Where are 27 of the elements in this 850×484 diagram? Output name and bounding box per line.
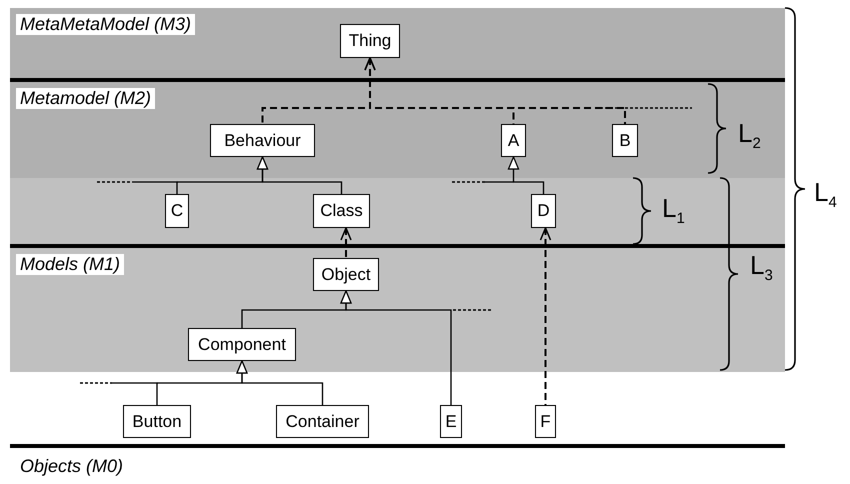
layer-label: Models (M1) [16, 254, 124, 275]
class-box: Behaviour [210, 124, 315, 157]
dependency-arrow [364, 57, 626, 124]
inheritance-arrow [508, 156, 544, 194]
layer-label: MetaMetaModel (M3) [16, 14, 196, 35]
class-box: F [535, 405, 556, 438]
level-label: L$_{3}$ [750, 250, 773, 284]
dependency-arrow [340, 227, 352, 258]
class-box: Object [313, 258, 379, 291]
inheritance-arrow [340, 290, 452, 405]
dependency-arrow [540, 227, 552, 405]
level-label: L$_{1}$ [662, 193, 685, 228]
inheritance-arrow [236, 360, 324, 405]
class-box: A [501, 124, 526, 157]
class-box: E [440, 405, 462, 438]
class-box: Thing [340, 24, 400, 58]
level-label: L$_{4}$ [814, 177, 837, 212]
class-box: Class [313, 194, 370, 228]
class-box: Container [276, 405, 369, 438]
class-box: Component [188, 328, 296, 361]
class-box: Button [123, 405, 191, 438]
layer-label: Metamodel (M2) [16, 88, 156, 109]
class-box: B [612, 124, 638, 157]
inheritance-arrow [256, 156, 342, 194]
class-box: D [531, 194, 556, 228]
level-label: L$_{2}$ [738, 118, 761, 152]
class-box: C [165, 194, 189, 228]
